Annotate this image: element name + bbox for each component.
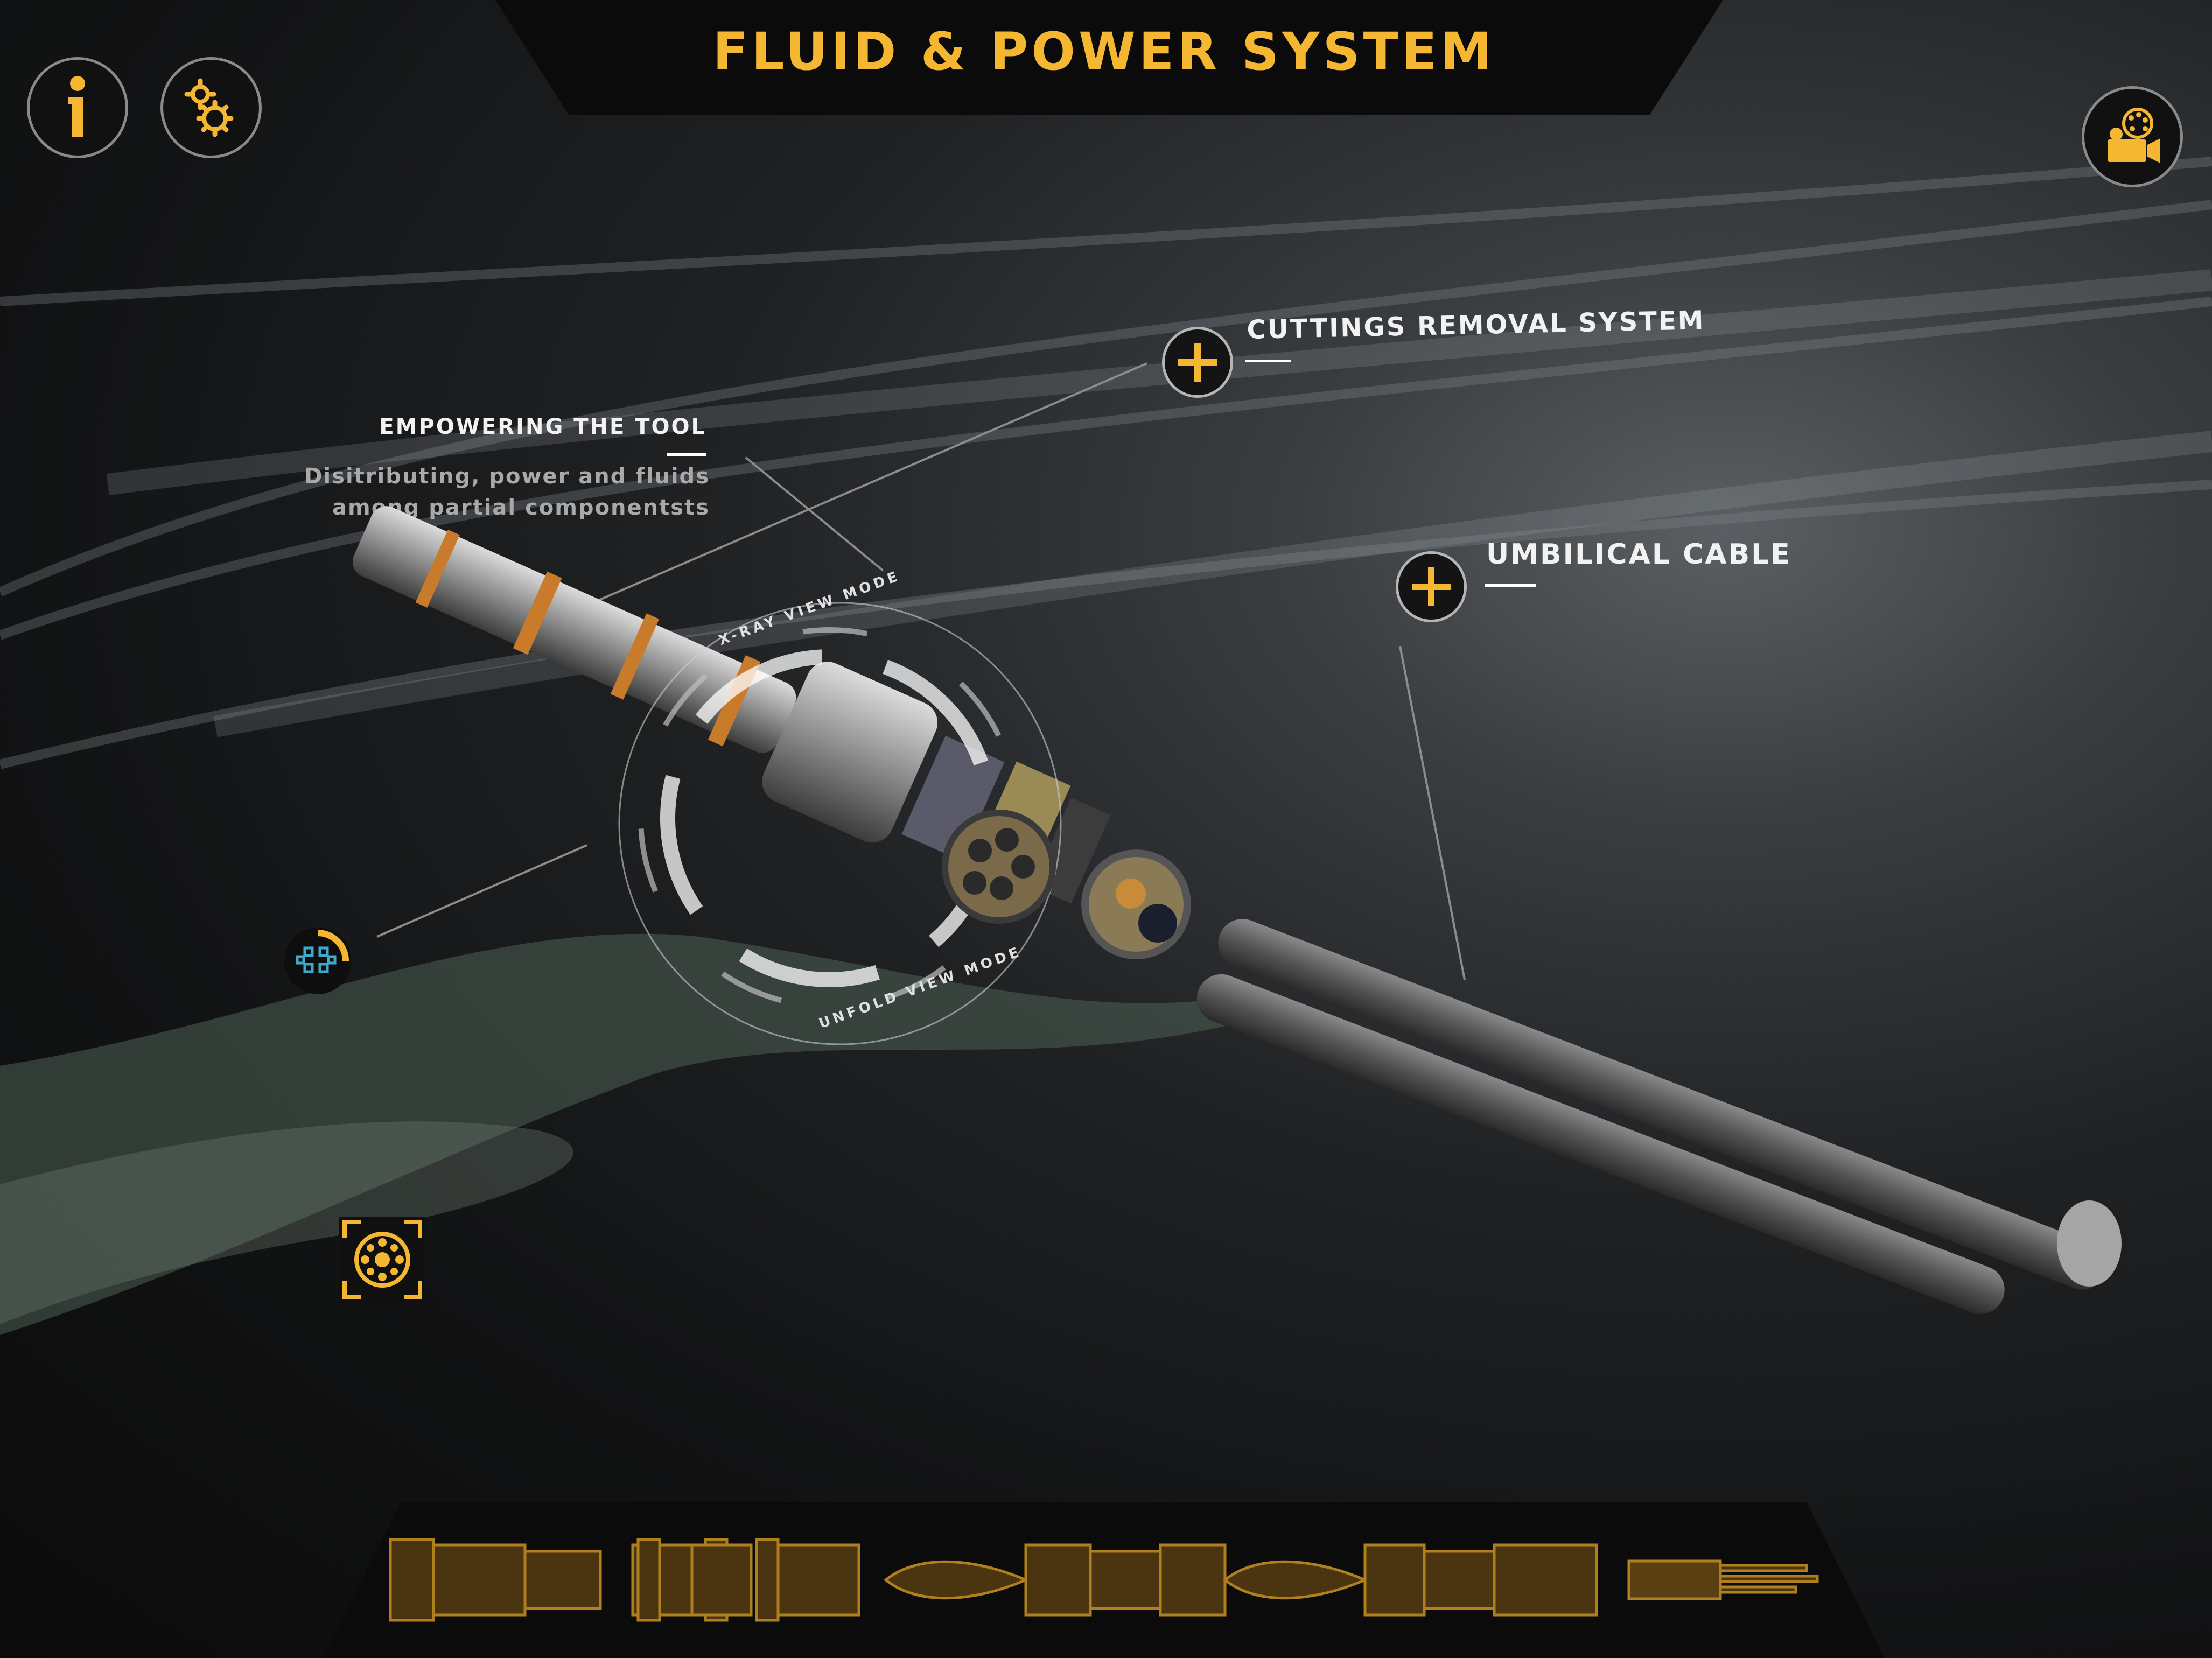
page-title: FLUID & POWER SYSTEM [712, 22, 1495, 82]
focus-target-icon [339, 1217, 425, 1303]
navigator-segment-1[interactable] [389, 1538, 602, 1622]
navigator-segment-2[interactable] [631, 1538, 860, 1622]
empowering-title: EMPOWERING THE TOOL [379, 414, 706, 439]
settings-button[interactable] [160, 57, 262, 158]
video-button[interactable] [2082, 86, 2183, 187]
info-icon [68, 76, 85, 137]
plus-icon [1178, 343, 1217, 382]
empowering-underline [667, 453, 706, 456]
umbilical-cable-upper [1218, 919, 2106, 1290]
info-button[interactable] [27, 57, 128, 158]
video-camera-icon [2108, 108, 2160, 163]
title-bar [495, 0, 1723, 115]
umbilical-cable-title: UMBILICAL CABLE [1486, 538, 1791, 571]
focus-target-button[interactable] [328, 1206, 436, 1313]
navigator-segment-3[interactable] [884, 1543, 1598, 1617]
umbilical-cable-hotspot[interactable] [1396, 551, 1467, 622]
empowering-description-1: Disitributing, power and fluids [304, 464, 710, 489]
component-navigator [389, 1538, 1819, 1622]
cuttings-underline [1245, 360, 1291, 362]
cuttings-removal-hotspot[interactable] [1162, 327, 1233, 398]
plus-icon [1412, 567, 1451, 606]
navigator-segment-4[interactable] [1627, 1559, 1819, 1600]
shaft-body [352, 506, 796, 753]
gears-icon [184, 78, 234, 137]
umbilical-cable-lower [1196, 974, 2005, 1314]
component-selector-button[interactable] [280, 923, 355, 999]
umbilical-underline [1485, 584, 1536, 587]
radial-selector-icon [284, 928, 351, 994]
